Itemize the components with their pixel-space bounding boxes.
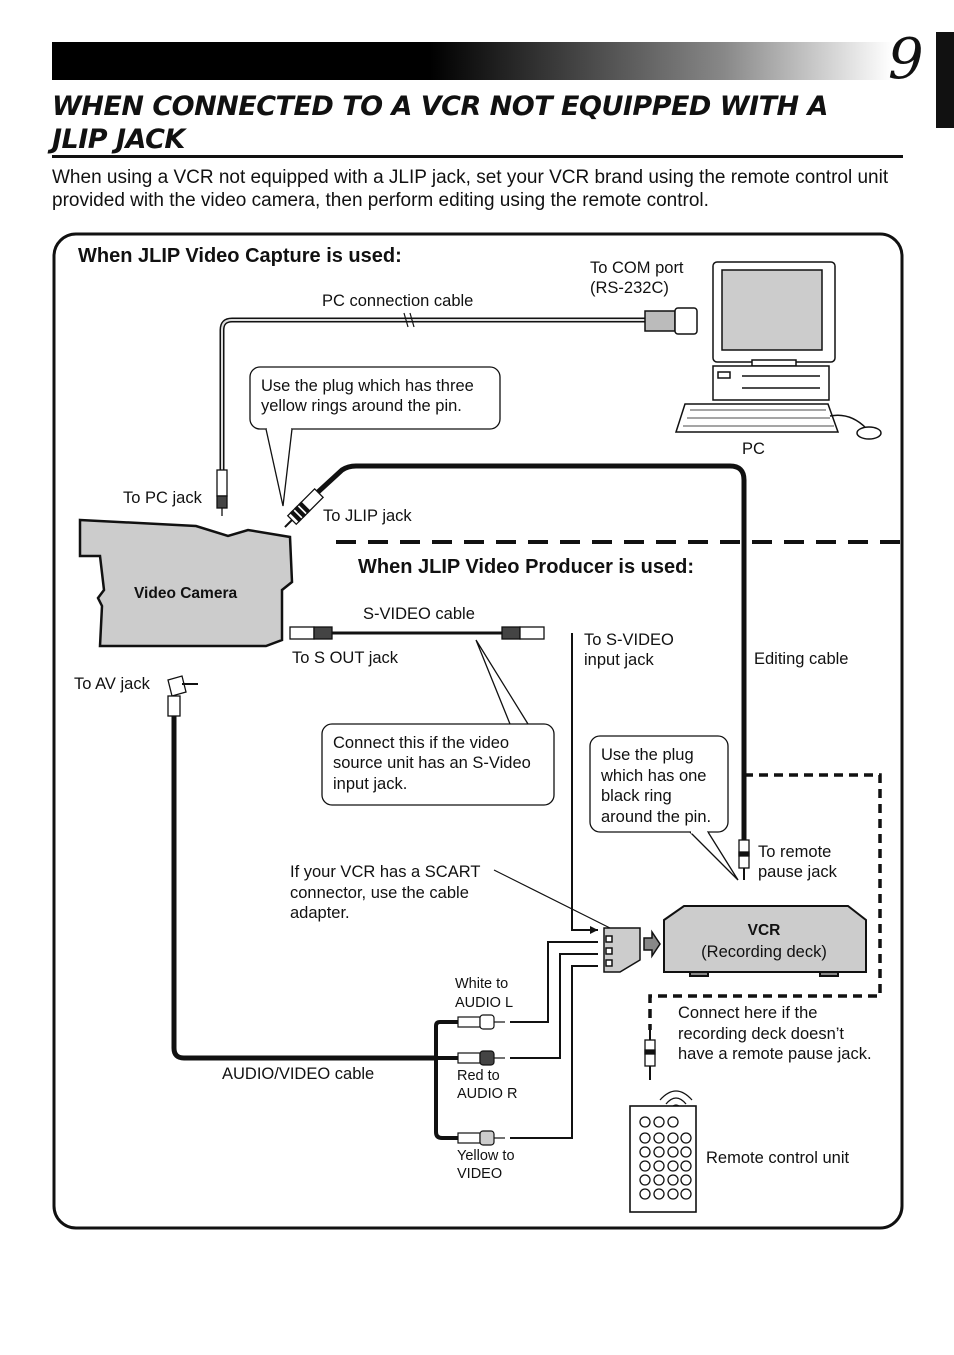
com-port-label-1: To COM port (590, 259, 684, 277)
intro-paragraph: When using a VCR not equipped with a JLI… (52, 167, 889, 211)
svideo-cable (289, 626, 545, 640)
rca-plug-white (457, 1014, 505, 1030)
callout-three-rings-line-1: Use the plug which has three (261, 377, 474, 395)
scart-note-line-1: If your VCR has a SCART (290, 863, 480, 881)
connect-here-line-3: have a remote pause jack. (678, 1045, 872, 1063)
header-gradient-bar (52, 42, 892, 80)
callout-svideo-line-2: source unit has an S-Video (333, 754, 531, 772)
vcr-recording-deck-icon (663, 905, 867, 977)
callout-svideo (321, 639, 555, 806)
title-underline (52, 155, 903, 158)
video-camera-label: Video Camera (134, 585, 237, 602)
rca-route-lines (510, 941, 598, 1139)
to-av-jack-label: To AV jack (74, 675, 151, 693)
pc-cable-label: PC connection cable (322, 292, 473, 310)
callout-three-rings-line-2: yellow rings around the pin. (261, 397, 462, 415)
to-remote-pause-label-2: pause jack (758, 863, 838, 881)
callout-black-ring-line-4: around the pin. (601, 808, 711, 826)
callout-black-ring-line-3: black ring (601, 787, 672, 805)
callout-svideo-line-3: input jack. (333, 775, 407, 793)
pc-connection-cable (219, 307, 698, 480)
red-audio-label-2: AUDIO R (457, 1086, 517, 1102)
remote-unit-label: Remote control unit (706, 1149, 849, 1167)
scart-note-line-2: connector, use the cable (290, 884, 469, 902)
editing-cable (284, 463, 750, 880)
remote-dashed-route (648, 773, 882, 1030)
scart-adapter-icon (603, 927, 661, 973)
to-svideo-input-label-1: To S-VIDEO (584, 631, 674, 649)
remote-control-icon (629, 1090, 697, 1213)
section-capture-heading: When JLIP Video Capture is used: (78, 245, 402, 267)
scart-leader-line (493, 869, 611, 929)
to-s-out-jack-label: To S OUT jack (292, 649, 399, 667)
diagram-frame (52, 232, 904, 1230)
scart-note-line-3: adapter. (290, 904, 350, 922)
vcr-sub-label: (Recording deck) (701, 943, 827, 961)
page-title: WHEN CONNECTED TO A VCR NOT EQUIPPED WIT… (52, 91, 828, 155)
svideo-cable-label: S-VIDEO cable (363, 605, 475, 623)
callout-three-rings (249, 366, 501, 507)
av-cable-label: AUDIO/VIDEO cable (222, 1065, 374, 1083)
connect-here-line-1: Connect here if the (678, 1004, 817, 1022)
pc-label: PC (742, 440, 765, 458)
red-audio-label-1: Red to (457, 1068, 500, 1084)
page-number: 9 (888, 27, 924, 92)
svideo-route-line (571, 633, 598, 931)
to-pc-jack-label: To PC jack (123, 489, 203, 507)
to-svideo-input-label-2: input jack (584, 651, 654, 669)
pc-computer-icon (674, 261, 882, 440)
connect-here-line-2: recording deck doesn’t (678, 1025, 844, 1043)
editing-cable-label: Editing cable (754, 650, 848, 668)
side-tab-marker (936, 32, 954, 128)
yellow-video-label-2: VIDEO (457, 1166, 502, 1182)
callout-black-ring-line-1: Use the plug (601, 746, 694, 764)
callout-black-ring-line-2: which has one (600, 767, 707, 785)
av-cable (171, 716, 436, 1061)
video-camera-icon (78, 518, 294, 648)
white-audio-label-1: White to (455, 976, 508, 992)
pc-jack-plug (216, 469, 228, 516)
remote-plug (644, 1030, 656, 1080)
yellow-video-label-1: Yellow to (457, 1148, 515, 1164)
rca-plug-red (457, 1050, 505, 1066)
av-jack-plug (167, 675, 198, 717)
callout-svideo-line-1: Connect this if the video (333, 734, 509, 752)
to-jlip-jack-label: To JLIP jack (323, 507, 412, 525)
rca-plug-yellow (457, 1130, 505, 1146)
callout-black-ring (589, 735, 739, 881)
com-port-label-2: (RS-232C) (590, 279, 669, 297)
vcr-label: VCR (748, 922, 781, 939)
to-remote-pause-label-1: To remote (758, 843, 831, 861)
section-producer-heading: When JLIP Video Producer is used: (358, 556, 694, 578)
white-audio-label-2: AUDIO L (455, 995, 513, 1011)
